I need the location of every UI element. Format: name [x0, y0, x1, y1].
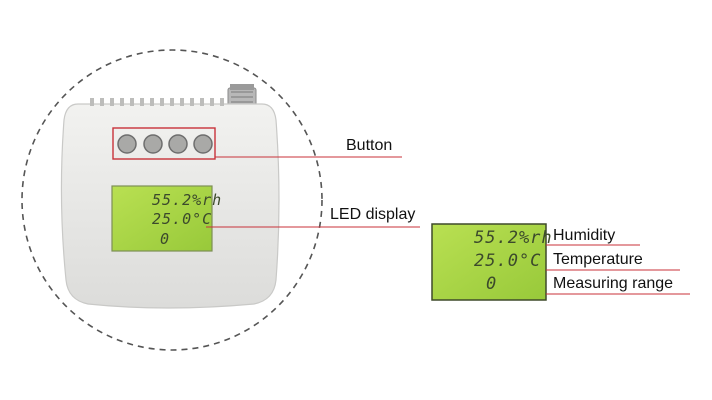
device-lcd [111, 185, 213, 252]
humidity-label: Humidity [553, 227, 616, 244]
magnifier-circle [21, 49, 323, 351]
button-label: Button [346, 137, 393, 154]
zoom-lcd-range: 0 [486, 274, 498, 294]
button-highlight-box [112, 127, 216, 160]
device-button-4 [193, 134, 213, 154]
zoom-lcd-temperature: 25.0°C [474, 251, 542, 271]
range-label: Measuring range [553, 275, 674, 292]
device-lcd-humidity: 55.2%rh [152, 191, 223, 209]
device-lcd-range: 0 [160, 230, 171, 248]
device-button-2 [143, 134, 163, 154]
vent-slots [90, 98, 224, 106]
display-label: LED display [330, 206, 416, 223]
temperature-label: Temperature [553, 251, 643, 268]
zoom-lcd-humidity: 55.2%rh [474, 228, 553, 248]
connector [227, 84, 257, 109]
device-buttons [117, 134, 213, 154]
device-button-3 [168, 134, 188, 154]
device-button-1 [117, 134, 137, 154]
zoom-lcd-panel [431, 223, 547, 301]
device-lcd-temperature: 25.0°C [152, 210, 213, 228]
